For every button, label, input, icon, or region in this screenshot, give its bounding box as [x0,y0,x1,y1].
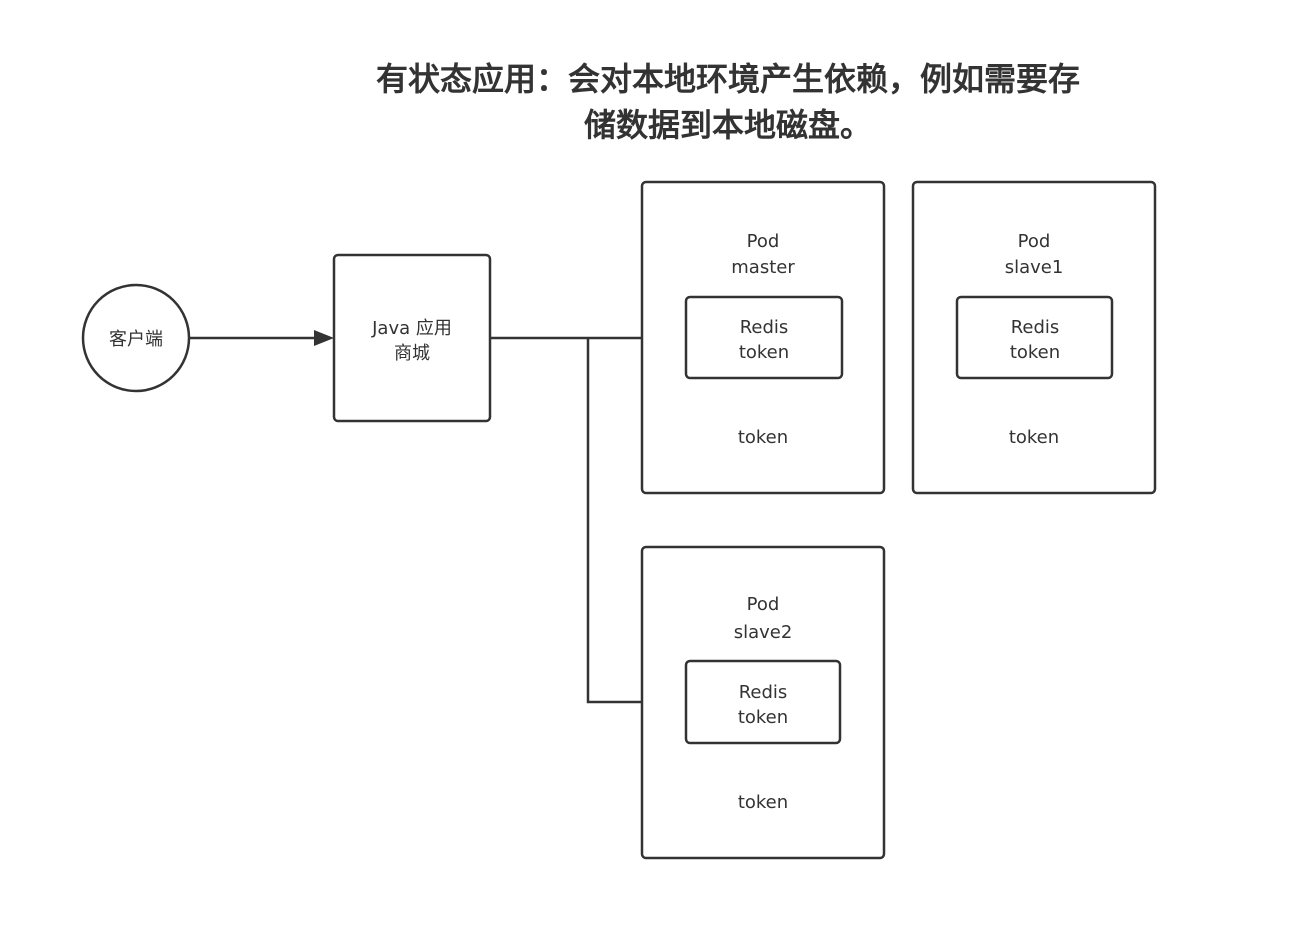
redis-label: Redis [1011,317,1060,338]
pod-name: master [731,257,795,278]
title-line-1: 有状态应用：会对本地环境产生依赖，例如需要存 [376,60,1080,98]
pod-slave2: Pod slave2 Redis token token [640,545,886,860]
pod-name: slave1 [1005,257,1064,278]
redis-box [684,659,842,745]
redis-data: token [739,342,789,363]
pod-title: Pod [747,594,780,615]
redis-data: token [738,707,788,728]
redis-label: Redis [739,682,788,703]
client-node: 客户端 [81,283,191,393]
pod-slave1: Pod slave1 Redis token token [911,180,1157,495]
pod-title: Pod [747,231,780,252]
connector-client-to-java [190,330,334,346]
pod-name: slave2 [734,622,793,643]
title-line-2: 储数据到本地磁盘。 [584,106,872,144]
redis-box [684,295,844,380]
pod-title: Pod [1018,231,1051,252]
pod-master: Pod master Redis token token [640,180,886,495]
java-app-label-2: 商城 [394,343,430,364]
redis-box [955,295,1114,380]
redis-label: Redis [740,317,789,338]
java-app-node: Java 应用 商城 [332,253,492,423]
pod-data: token [1009,427,1059,448]
client-label: 客户端 [109,329,163,350]
pod-data: token [738,792,788,813]
redis-data: token [1010,342,1060,363]
pod-data: token [738,427,788,448]
java-app-label-1: Java 应用 [371,318,452,339]
